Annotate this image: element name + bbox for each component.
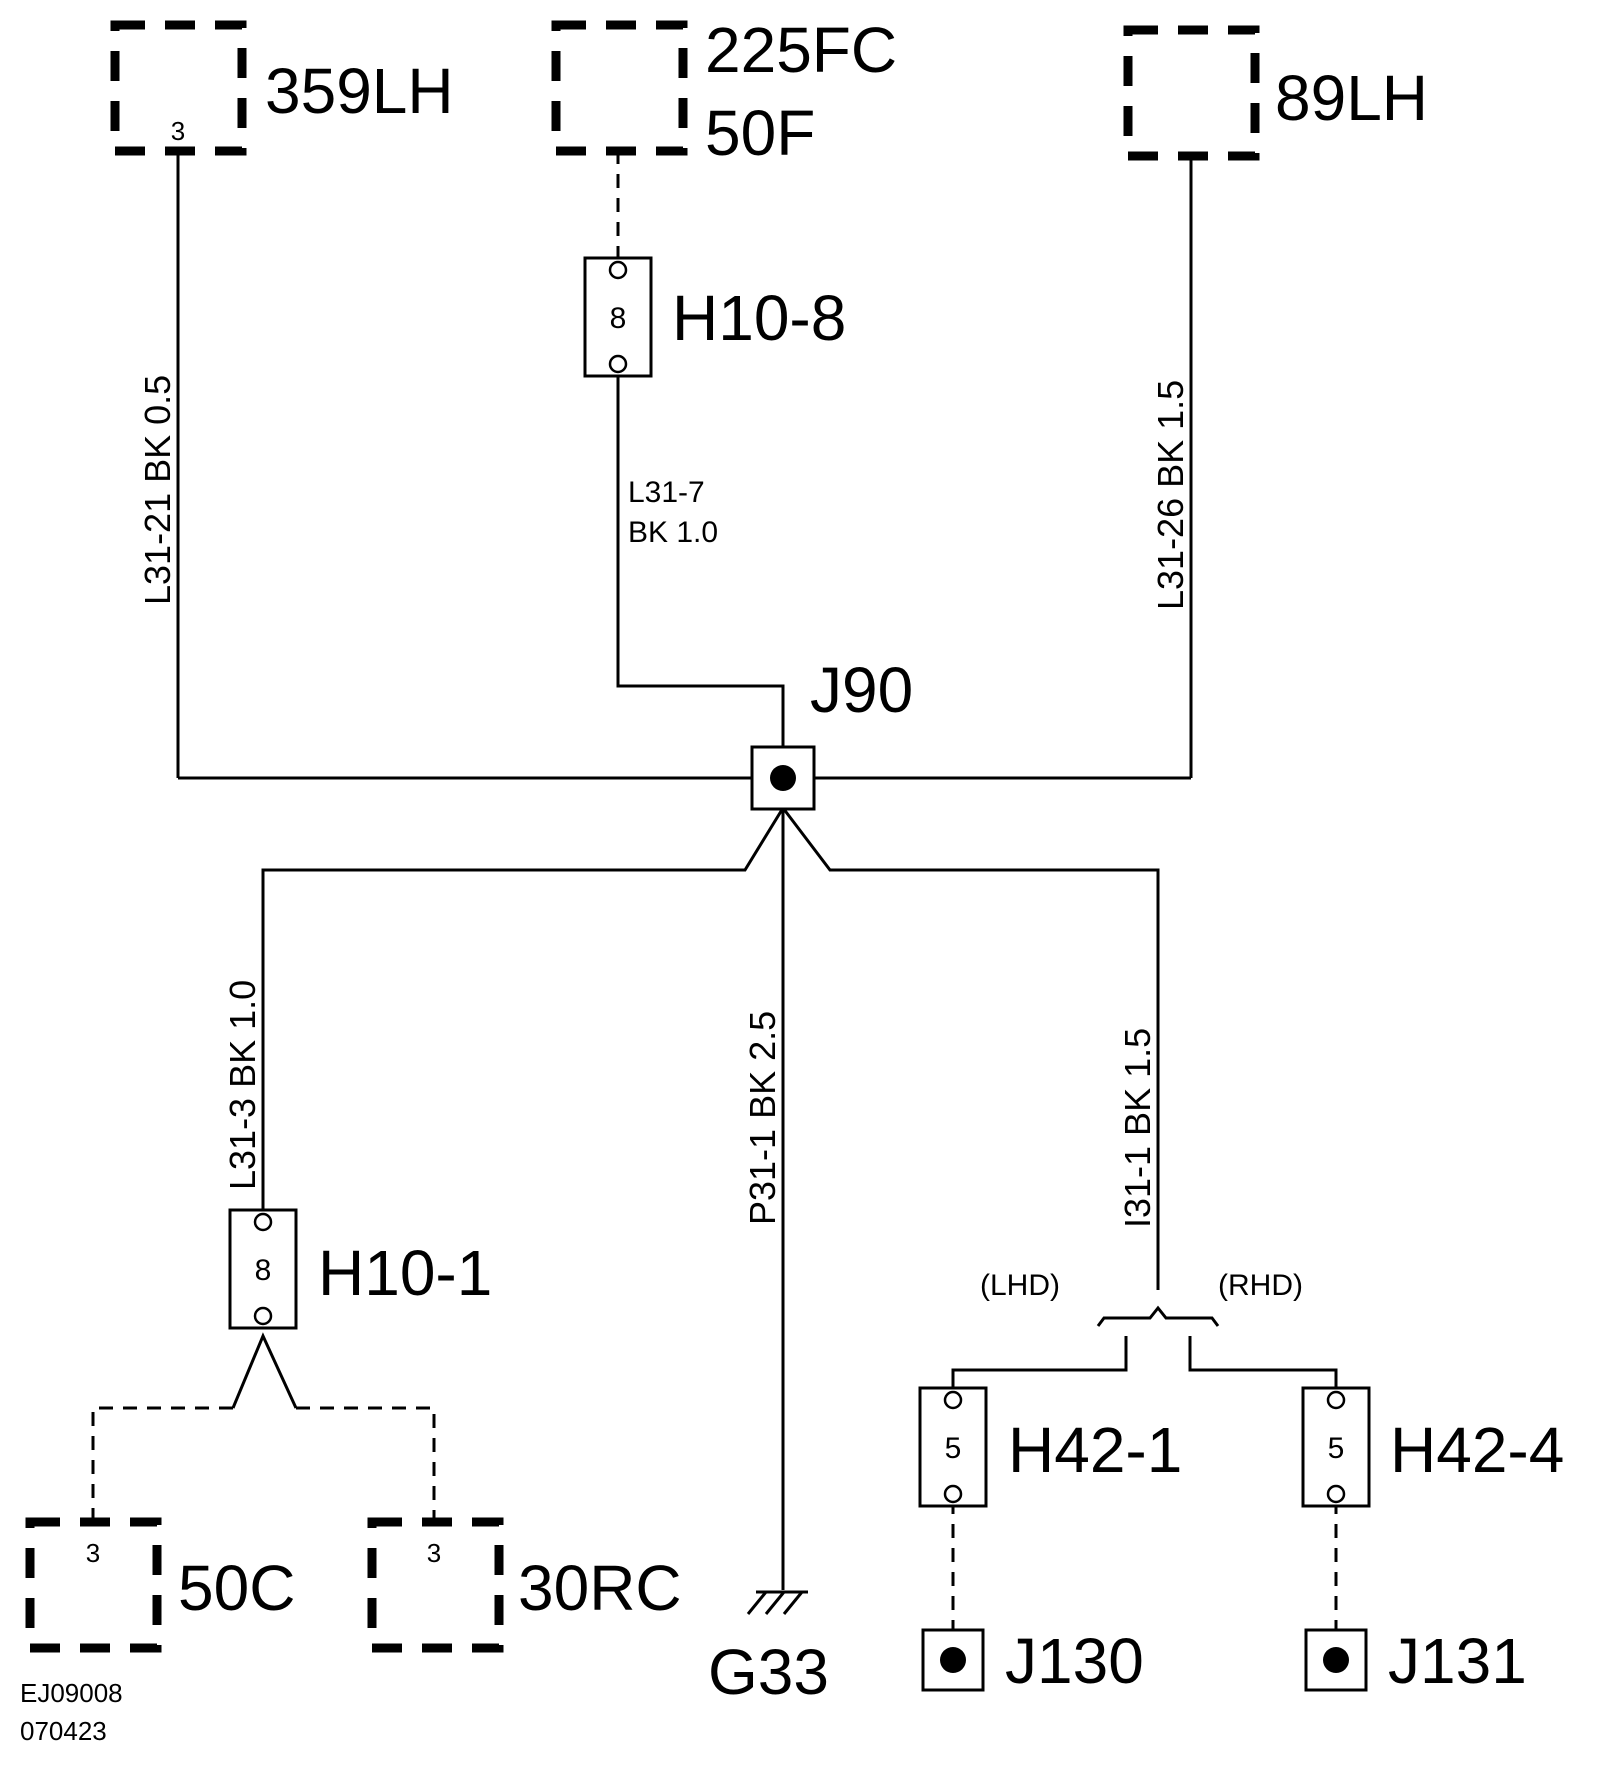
option-label-rhd: (RHD)	[1218, 1269, 1303, 1302]
component-30rc-pin: 3	[427, 1538, 441, 1568]
component-89lh-label: 89LH	[1275, 62, 1428, 134]
connector-h42-4-label: H42-4	[1390, 1414, 1564, 1486]
component-225fc-label: 225FC	[705, 14, 897, 86]
component-50c-box	[25, 1517, 162, 1653]
dash-to-50c	[91, 1406, 233, 1518]
connector-h10-1: 8 H10-1	[228, 1208, 492, 1330]
splice-j130-label: J130	[1005, 1625, 1144, 1697]
connector-h10-8-pin-bottom	[608, 354, 628, 374]
connector-h10-8-label: H10-8	[672, 282, 846, 354]
component-50c-label: 50C	[178, 1552, 295, 1624]
footer-code: EJ09008	[20, 1678, 123, 1708]
ground-g33-hatch-3	[782, 1591, 804, 1615]
wire-i31-1	[781, 807, 1160, 1290]
ground-g33-label: G33	[708, 1636, 829, 1708]
dash-to-30rc	[296, 1406, 436, 1518]
connector-h10-8-pin-top	[608, 260, 628, 280]
connector-h42-1-pin-bottom	[943, 1484, 963, 1504]
connector-h42-1-pin-number: 5	[945, 1432, 962, 1465]
connector-h42-4-pin-top	[1326, 1390, 1346, 1410]
connector-h42-1-label: H42-1	[1008, 1414, 1182, 1486]
ground-g33-hatch-2	[764, 1591, 786, 1615]
wires	[176, 155, 1338, 1590]
wire-h42-4-feed	[1188, 1336, 1338, 1392]
wire-label-l31-26: L31-26 BK 1.5	[1150, 380, 1191, 610]
dashed-wires	[91, 150, 1338, 1632]
wire-label-l31-3: L31-3 BK 1.0	[222, 980, 263, 1190]
component-359lh-box	[110, 20, 247, 156]
splice-j131-label: J131	[1388, 1625, 1527, 1697]
splice-j90-dot	[770, 765, 796, 791]
splice-j130: J130	[921, 1625, 1144, 1697]
component-359lh-pin: 3	[171, 116, 185, 146]
component-359lh-label: 359LH	[265, 55, 454, 127]
component-225fc-box	[551, 20, 688, 156]
wire-label-l31-7-line1: L31-7	[628, 476, 705, 509]
splice-j90: J90	[750, 654, 913, 811]
connector-h42-1-pin-top	[943, 1390, 963, 1410]
connector-h10-1-pin-bottom	[253, 1306, 273, 1326]
ground-g33: G33	[708, 1590, 829, 1708]
connector-h10-1-label: H10-1	[318, 1237, 492, 1309]
connector-h10-8-pin-number: 8	[610, 302, 627, 335]
splice-j90-label: J90	[810, 654, 913, 726]
connector-h42-1: 5 H42-1	[918, 1386, 1182, 1508]
splice-j131-dot	[1323, 1647, 1349, 1673]
wire-l31-7	[616, 375, 785, 748]
connector-h42-4-pin-number: 5	[1328, 1432, 1345, 1465]
option-bracket	[1096, 1305, 1220, 1327]
footer-date: 070423	[20, 1716, 107, 1746]
wire-label-l31-7-line2: BK 1.0	[628, 516, 718, 549]
wire-label-l31-21: L31-21 BK 0.5	[137, 375, 178, 605]
component-50f-label: 50F	[705, 97, 815, 169]
wire-label-i31-1: I31-1 BK 1.5	[1117, 1028, 1158, 1228]
wire-h10-1-split	[231, 1332, 298, 1409]
connector-h10-1-pin-top	[253, 1212, 273, 1232]
connector-h42-4: 5 H42-4	[1301, 1386, 1564, 1508]
component-30rc-box	[367, 1517, 504, 1653]
component-50c-pin: 3	[86, 1538, 100, 1568]
component-89lh-box	[1123, 25, 1260, 161]
ground-g33-hatch-1	[746, 1591, 768, 1615]
splice-j130-dot	[940, 1647, 966, 1673]
connector-h42-4-pin-bottom	[1326, 1484, 1346, 1504]
connector-h10-1-pin-number: 8	[255, 1254, 272, 1287]
wire-l31-3	[261, 807, 785, 1210]
wire-h42-1-feed	[951, 1336, 1128, 1392]
connector-h10-8: 8 H10-8	[583, 256, 846, 378]
wire-label-p31-1: P31-1 BK 2.5	[742, 1011, 783, 1225]
option-label-lhd: (LHD)	[980, 1269, 1060, 1302]
component-30rc-label: 30RC	[518, 1552, 682, 1624]
splice-j131: J131	[1304, 1625, 1527, 1697]
